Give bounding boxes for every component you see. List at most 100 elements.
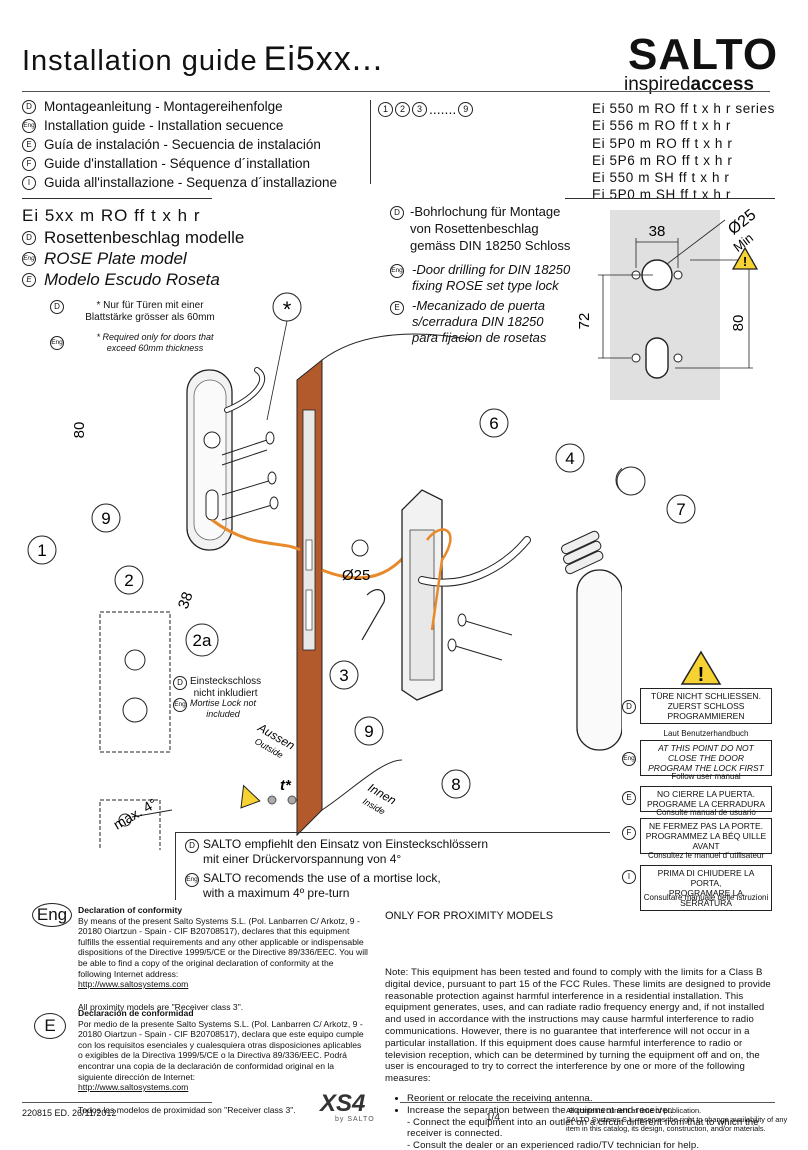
thickness-note-eng: * Required only for doors that exceed 60… <box>70 332 240 354</box>
section-e-text: Modelo Escudo Roseta <box>44 270 220 289</box>
legal-line: item in this catalog, its design, constr… <box>566 1124 766 1133</box>
batteries <box>560 530 604 575</box>
declaration-eng: Declaration of conformity By means of th… <box>78 905 368 1012</box>
warning-box-f: NE FERMEZ PAS LA PORTE. PROGRAMMEZ LA BÉ… <box>640 818 772 854</box>
footer-rule-left <box>22 1102 212 1103</box>
fcc-sub: - Connect the equipment into an outlet o… <box>407 1116 759 1140</box>
asterisk-mark: * <box>283 297 292 322</box>
mortise-spindle <box>124 649 146 671</box>
outside-spindle-hole <box>203 431 221 449</box>
legal-text: All contents current at time of publicat… <box>566 1106 787 1133</box>
lang-badge: E <box>22 137 36 152</box>
xs4-by: by SALTO <box>335 1116 375 1123</box>
lang-badge-eng: Eng <box>22 252 36 266</box>
dim-hole: Ø25 <box>342 567 370 584</box>
sequence-dots: ....... <box>429 101 457 117</box>
pretension-d: SALTO empfiehlt den Einsatz von Einsteck… <box>203 837 488 867</box>
decl-class: All proximity models are "Receiver class… <box>78 1001 244 1012</box>
warning-mark: ! <box>743 254 747 269</box>
fcc-bullet: Increase the separation between the equi… <box>407 1105 773 1117</box>
warning-line: CLOSE THE DOOR <box>667 753 745 763</box>
mortise-note-d: Einsteckschloss nicht inkludiert <box>190 676 261 700</box>
section-rule <box>22 198 212 199</box>
model-item: Ei 550 m SH ff t x h r <box>592 170 730 186</box>
door-drilling-diagram: 38 72 80 Ø25 Min ! <box>576 206 759 400</box>
step-3: 3 <box>412 101 427 117</box>
callout-7: 7 <box>676 500 685 519</box>
outside-cylinder-hole <box>205 489 219 521</box>
decl-link[interactable]: http://www.saltosystems.com <box>78 979 189 990</box>
drilling-d: -Bohrlochung für Montage von Rosettenbes… <box>410 203 570 254</box>
warning-caption: Consultare manuale delle istruzioni <box>643 893 769 902</box>
dim-38: 38 <box>649 223 666 240</box>
latch-slot <box>305 539 313 571</box>
declaration-e: Declaración de conformidad Por medio de … <box>78 1008 368 1115</box>
warning-line: PROGRAM THE LOCK FIRST <box>648 763 764 773</box>
warning-line: NE FERMEZ PAS LA PORTE. <box>649 821 763 831</box>
sequence-indicator: 1 2 3 ....... 9 <box>378 101 474 117</box>
lang-badge-d: D <box>22 231 36 245</box>
lang-badge-eng: Eng <box>185 873 199 887</box>
callout-3: 3 <box>339 666 348 685</box>
door-edge-bottom <box>321 759 403 811</box>
legal-line: All contents current at time of publicat… <box>566 1106 702 1115</box>
mortise-cylinder <box>122 697 148 723</box>
screws-inside <box>447 613 513 661</box>
callout-8: 8 <box>451 775 460 794</box>
drilling-line: s/cerradura DIN 18250 <box>412 314 544 329</box>
decl-eng-badge: Eng <box>32 903 72 927</box>
warning-small-icon <box>240 784 261 809</box>
lang-badge-d: D <box>50 300 64 314</box>
warning-line: PRIMA DI CHIUDERE LA PORTA, <box>657 868 755 888</box>
cable-outside <box>211 518 301 552</box>
step-1: 1 <box>378 101 393 117</box>
warning-line: TÜRE NICHT SCHLIESSEN. <box>651 691 761 701</box>
mortise-line: included <box>206 709 240 719</box>
warning-line: AT THIS POINT DO NOT <box>658 743 754 753</box>
thickness-dot-right <box>287 795 297 805</box>
warning-line: PROGRAMARE LA SERRATURA <box>668 888 744 908</box>
mortise-note-eng: Mortise Lock not included <box>190 698 256 720</box>
warning-badge: D <box>622 700 636 714</box>
drilling-line: -Bohrlochung für Montage <box>410 204 561 219</box>
lang-badge-eng: Eng <box>50 336 64 350</box>
fcc-heading: ONLY FOR PROXIMITY MODELS <box>385 910 554 922</box>
callout-6: 6 <box>489 414 498 433</box>
warning-line: AVANT <box>692 841 720 851</box>
drilling-line: para fijacion de rosetas <box>412 330 547 345</box>
warning-line: NO CIERRE LA PUERTA. <box>657 789 755 799</box>
decl-body: Por medio de la presente Salto Systems S… <box>78 1018 364 1082</box>
lang-row-eng: Eng Installation guide - Installation sec… <box>22 116 283 135</box>
step-2: 2 <box>395 101 410 117</box>
callout-1: 1 <box>37 541 46 560</box>
lang-text: Montageanleitung - Montagereihenfolge <box>44 99 283 114</box>
decl-e-badge: E <box>34 1013 66 1039</box>
thickness-note-d: * Nur für Türen mit einer Blattstärke gr… <box>50 300 250 324</box>
lang-text: Guida all'installazione - Sequenza d´ins… <box>44 175 338 190</box>
legal-line: SALTO Systems S.L. reserves the right to… <box>566 1115 788 1124</box>
spindle-part <box>361 589 386 641</box>
warning-badge: F <box>622 826 636 840</box>
decl-link[interactable]: http://www.saltosystems.com <box>78 1082 189 1093</box>
drilling-e: -Mecanizado de puerta s/cerradura DIN 18… <box>412 298 546 346</box>
lang-badge: Eng <box>22 118 36 133</box>
lang-badge-d: D <box>185 839 199 853</box>
door-edge-top <box>321 333 473 361</box>
warning-line: ZUERST SCHLOSS <box>667 701 745 711</box>
lower-screw-hole-left <box>631 353 641 363</box>
upper-screw-hole-right <box>673 270 683 280</box>
battery-cover <box>576 569 622 751</box>
brand-name: SALTO <box>628 30 779 79</box>
brand-tagline: inspiredaccess <box>624 74 754 96</box>
footer-rule-right <box>400 1102 775 1103</box>
note-line: * Nur für Türen mit einer <box>96 300 204 311</box>
dim-80-plate: 80 <box>71 422 88 439</box>
model-item: Ei 556 m RO ff t x h r <box>592 118 731 134</box>
model-item: Ei 550 m RO ff t x h r series <box>592 101 775 116</box>
lang-text: Installation guide - Installation secuen… <box>44 118 284 133</box>
warning-box-d: TÜRE NICHT SCHLIESSEN. ZUERST SCHLOSS PR… <box>640 688 772 724</box>
